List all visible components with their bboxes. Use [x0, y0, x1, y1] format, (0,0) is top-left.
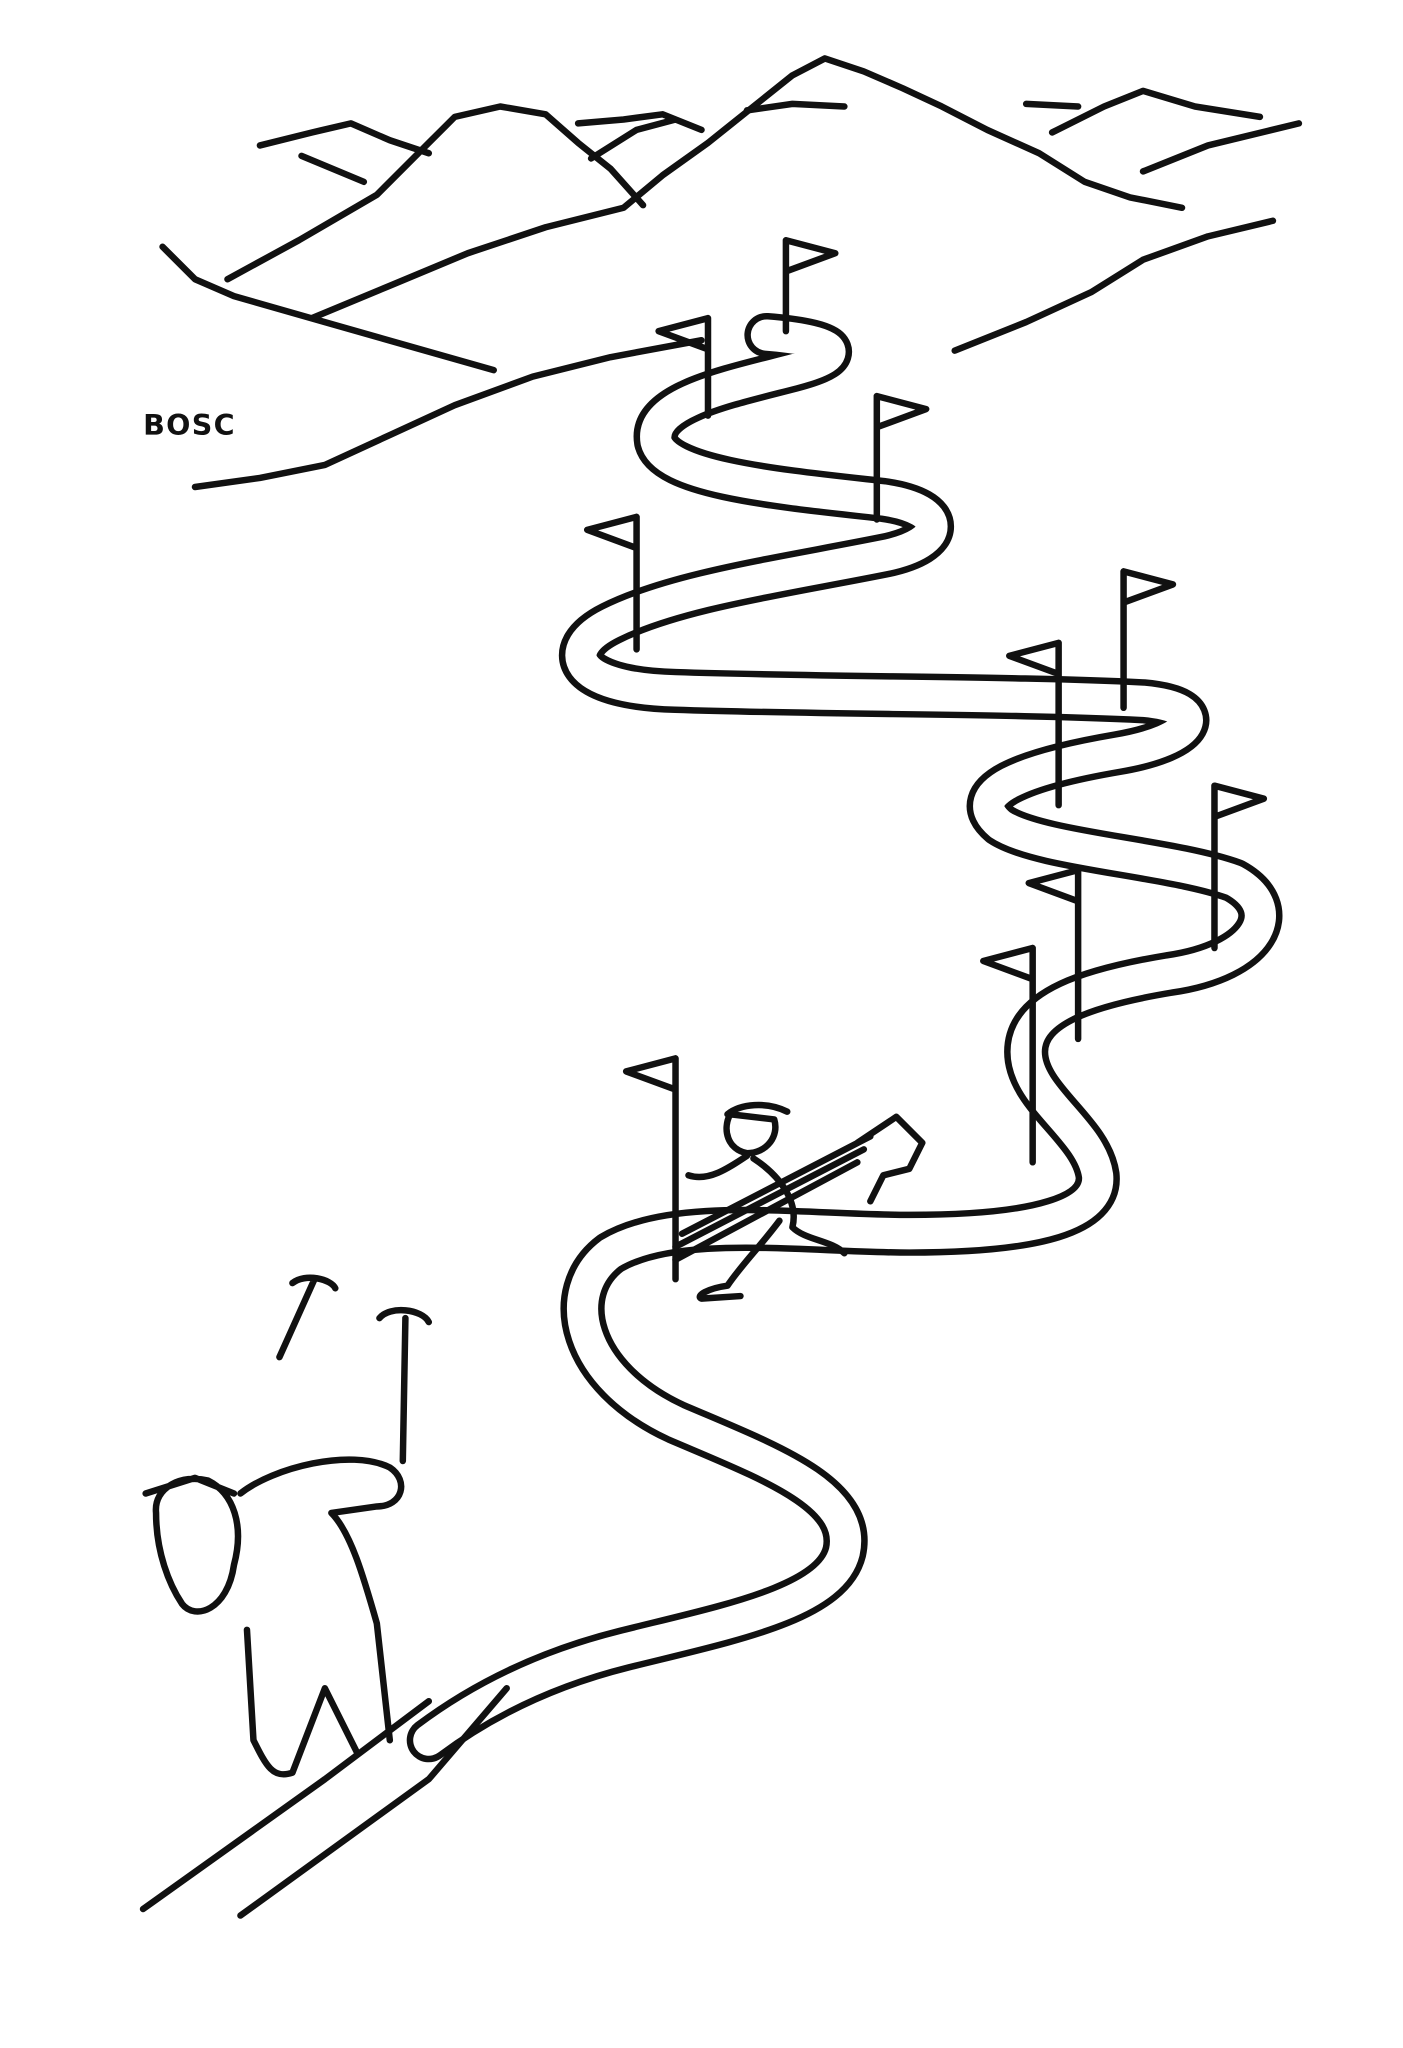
slalom-flag: [1211, 782, 1268, 952]
ski-run-trail: [406, 312, 1283, 1763]
hill-front: [191, 337, 705, 491]
flag-pole: [583, 513, 640, 653]
slalom-flag: [980, 944, 1036, 1166]
mountain-main: [308, 55, 1186, 322]
slalom-flag: [873, 392, 930, 523]
mountain-left-small: [256, 120, 433, 157]
hill-right: [951, 217, 1277, 354]
skier-skis: [139, 1685, 510, 1919]
artist-signature: BOSC: [143, 408, 236, 442]
slalom-flag: [655, 314, 712, 419]
slalom-flag: [1025, 866, 1082, 1043]
flag-pole: [1025, 866, 1082, 1043]
skier-poles: [276, 1274, 433, 1465]
walker-carried-flags: [672, 1113, 926, 1263]
slalom-flags: [583, 237, 1268, 1283]
skier-descending: [139, 1274, 510, 1919]
skier-body: [237, 1456, 405, 1778]
mountain-left: [224, 103, 647, 283]
mountain-main-ridge: [743, 100, 848, 114]
walker-head: [723, 1101, 791, 1157]
flag-pole: [873, 392, 930, 523]
walker-body: [685, 1152, 848, 1302]
flag-pole: [622, 1055, 679, 1283]
hill-back: [159, 243, 497, 374]
slalom-flag: [782, 237, 839, 335]
mountain-left-ridge: [298, 152, 368, 186]
skier-walking-with-flags: [672, 1101, 926, 1302]
mountain-range: [159, 55, 1303, 491]
slalom-flag: [622, 1055, 679, 1283]
flag-pole: [782, 237, 839, 335]
flag-pole: [1120, 568, 1177, 712]
slalom-flag: [583, 513, 640, 653]
mountain-mid-small: [574, 111, 705, 162]
skier-head: [142, 1474, 242, 1615]
slalom-flag: [1120, 568, 1177, 712]
slalom-flag: [1006, 639, 1062, 809]
mountain-right: [1022, 87, 1303, 175]
flag-pole: [1211, 782, 1268, 952]
flag-pole: [980, 944, 1036, 1166]
flag-pole: [1006, 639, 1062, 809]
flag-pole: [655, 314, 712, 419]
